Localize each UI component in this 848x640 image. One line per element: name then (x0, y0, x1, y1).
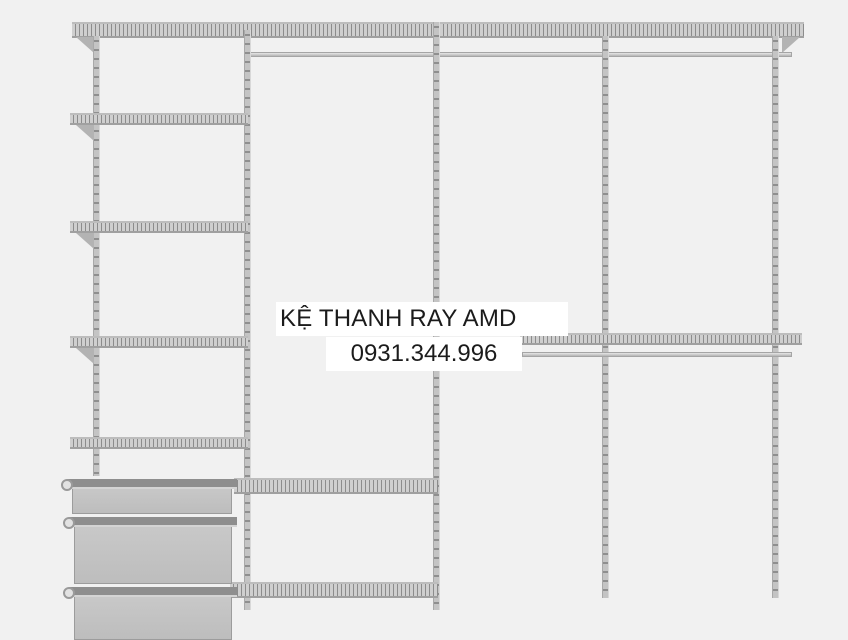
right-mid-shelf (520, 333, 802, 345)
vertical-rail-5 (772, 36, 779, 598)
top-left-bracket (76, 37, 94, 53)
vertical-rail-2 (244, 30, 251, 610)
bin-handle-icon (61, 479, 73, 491)
left-shelf-4 (70, 437, 248, 449)
bin-lip (69, 517, 237, 527)
bin-handle-icon (63, 517, 75, 529)
bin-handle-icon (63, 587, 75, 599)
middle-shelf-lower (230, 582, 438, 598)
right-hanging-rod (522, 352, 792, 357)
vertical-rail-1 (93, 36, 100, 476)
overlay-phone: 0931.344.996 (326, 337, 522, 371)
left-shelf-1-bracket (76, 125, 94, 141)
left-shelf-3 (70, 336, 248, 348)
middle-shelf-upper (234, 478, 438, 494)
storage-bin-1 (61, 479, 237, 514)
top-right-bracket (782, 37, 800, 53)
vertical-rail-4 (602, 36, 609, 598)
top-hanging-rod (246, 52, 792, 57)
bin-lip (69, 587, 237, 597)
overlay-title: KỆ THANH RAY AMD (276, 302, 568, 336)
left-shelf-3-bracket (76, 348, 94, 364)
left-shelf-1 (70, 113, 248, 125)
storage-bin-3 (63, 587, 237, 640)
storage-bin-2 (63, 517, 237, 584)
bin-lip (67, 479, 237, 489)
left-shelf-2-bracket (76, 233, 94, 249)
left-shelf-2 (70, 221, 248, 233)
